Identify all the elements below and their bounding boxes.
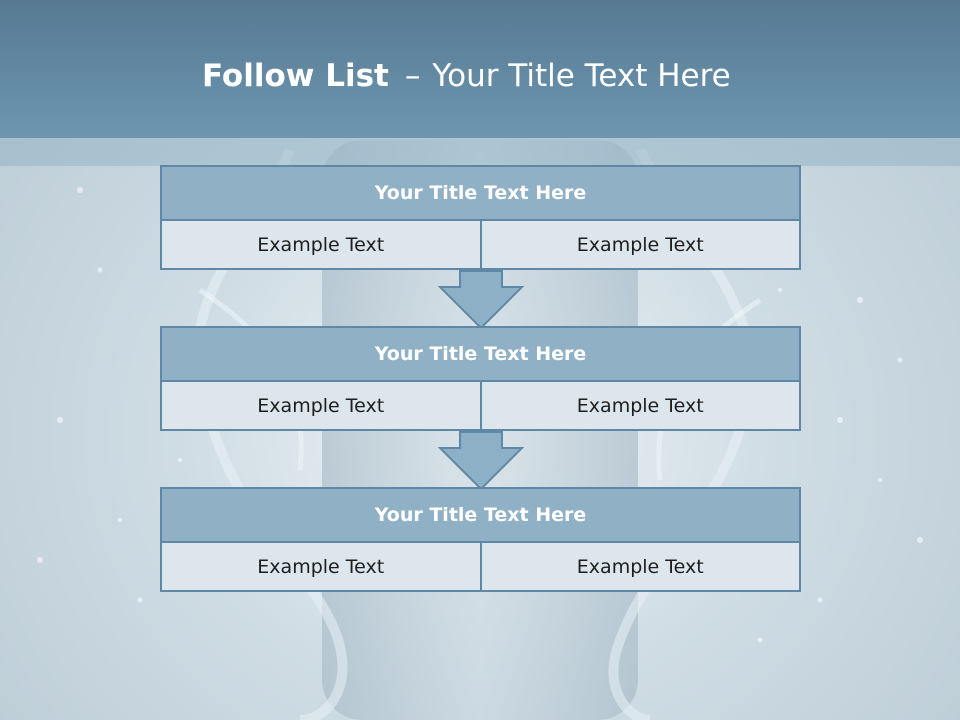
list-block-row: Example Text Example Text xyxy=(160,543,801,592)
list-item: Example Text xyxy=(160,543,482,592)
list-item: Example Text xyxy=(160,382,482,431)
slide-title-rest: Your Title Text Here xyxy=(432,58,731,94)
list-item: Example Text xyxy=(160,221,482,270)
slide-title-bold: Follow List xyxy=(202,58,389,94)
arrow-down-icon xyxy=(438,270,524,330)
list-block-title: Your Title Text Here xyxy=(160,165,801,221)
slide-title: Follow List–Your Title Text Here xyxy=(202,54,731,98)
list-item: Example Text xyxy=(481,382,801,431)
list-block-1: Your Title Text Here Example Text Exampl… xyxy=(160,165,801,270)
list-block-row: Example Text Example Text xyxy=(160,382,801,431)
list-block-row: Example Text Example Text xyxy=(160,221,801,270)
slide-title-separator: – xyxy=(404,58,421,94)
list-block-title: Your Title Text Here xyxy=(160,487,801,543)
list-block-title: Your Title Text Here xyxy=(160,326,801,382)
header-strip xyxy=(0,138,960,166)
list-block-2: Your Title Text Here Example Text Exampl… xyxy=(160,326,801,431)
header-band xyxy=(0,0,960,138)
arrow-down-icon xyxy=(438,431,524,491)
list-item: Example Text xyxy=(481,221,801,270)
list-block-3: Your Title Text Here Example Text Exampl… xyxy=(160,487,801,592)
list-item: Example Text xyxy=(481,543,801,592)
